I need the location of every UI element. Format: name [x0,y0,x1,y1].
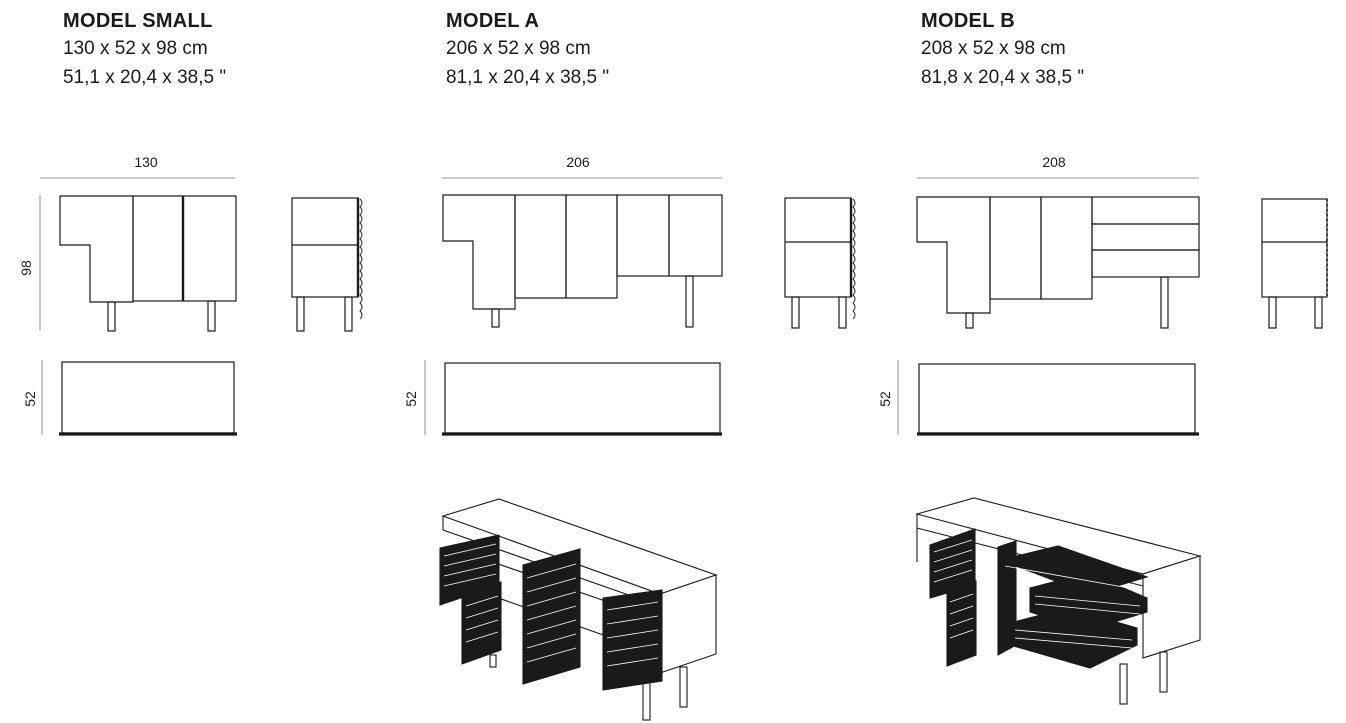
model-b-header: MODEL B 208 x 52 x 98 cm 81,8 x 20,4 x 3… [921,8,1084,92]
plan-view [917,363,1199,436]
dimensions-cm: 208 x 52 x 98 cm [921,38,1066,59]
width-dimension-label: 208 [1042,154,1066,170]
side-elevation [291,197,363,332]
depth-dimension-label: 52 [403,391,419,407]
plan-view [442,362,722,436]
model-title: MODEL B [921,10,1015,32]
model-title: MODEL A [446,10,540,32]
model-a-header: MODEL A 206 x 52 x 98 cm 81,1 x 20,4 x 3… [446,8,609,92]
dimensions-inches: 81,8 x 20,4 x 38,5 " [921,67,1085,88]
model-b-drawings: 208 52 [877,154,1328,705]
model-title: MODEL SMALL [63,10,213,32]
depth-dimension-label: 52 [22,391,38,407]
front-elevation [442,194,723,328]
isometric-view [439,498,718,721]
isometric-view [914,497,1202,705]
width-dimension-label: 206 [566,154,590,170]
depth-dimension-label: 52 [877,391,893,407]
width-dimension-label: 130 [134,154,158,170]
height-dimension-label: 98 [18,260,34,276]
side-elevation [1261,198,1328,329]
model-small-drawings: 130 98 52 [18,154,363,436]
dimensions-inches: 51,1 x 20,4 x 38,5 " [63,67,227,88]
dimensions-inches: 81,1 x 20,4 x 38,5 " [446,67,610,88]
model-small-header: MODEL SMALL 130 x 52 x 98 cm 51,1 x 20,4… [63,8,226,92]
front-elevation [916,196,1200,329]
dimensions-cm: 206 x 52 x 98 cm [446,38,591,59]
front-elevation [59,195,237,332]
plan-view [59,361,237,436]
dimensions-cm: 130 x 52 x 98 cm [63,38,208,59]
side-elevation [784,197,856,329]
model-a-drawings: 206 52 [403,154,856,721]
